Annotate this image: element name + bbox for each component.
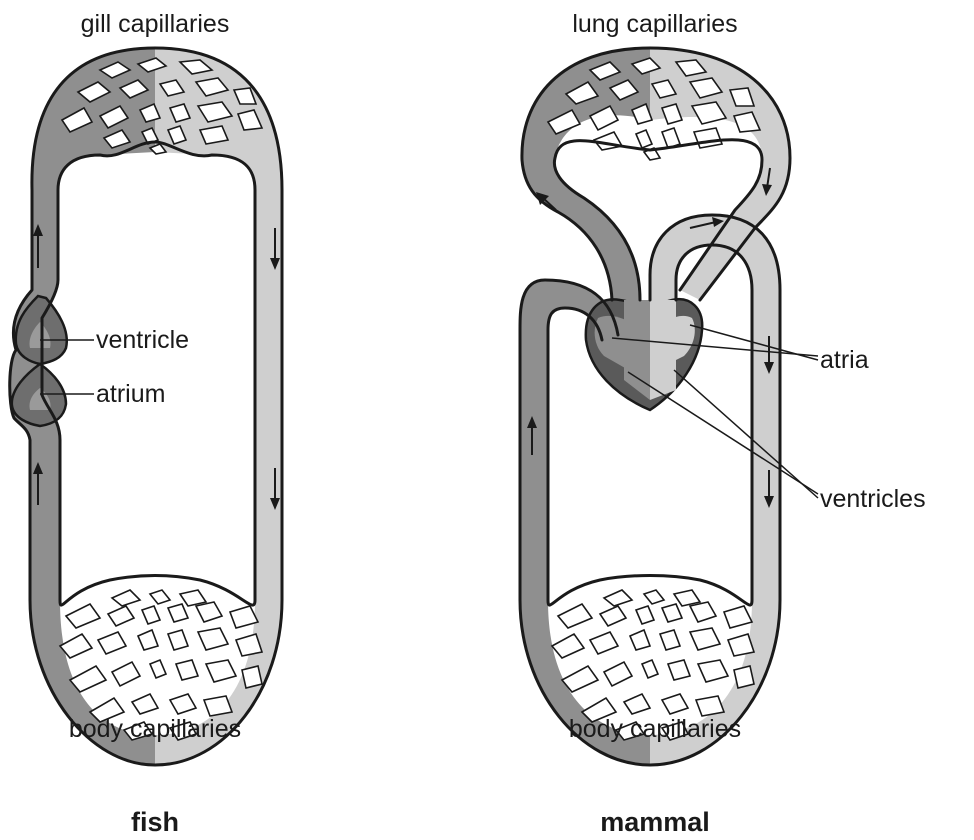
fish-caption: fish: [131, 807, 179, 837]
ventricles-label: ventricles: [820, 485, 926, 513]
mammal-caption: mammal: [600, 807, 710, 837]
ventricles-pointer-left: [628, 372, 818, 494]
atria-label: atria: [820, 346, 869, 374]
ventricles-pointer-right: [674, 370, 818, 498]
gill-capillaries-label: gill capillaries: [81, 10, 230, 38]
ventricle-label: ventricle: [96, 326, 189, 354]
lung-capillaries-label: lung capillaries: [572, 10, 737, 38]
atrium-label: atrium: [96, 380, 165, 408]
fish-body-capillaries-label: body capillaries: [69, 715, 241, 743]
mammal-circulation: [520, 48, 818, 765]
mammal-body-capillaries-label: body capillaries: [569, 715, 741, 743]
